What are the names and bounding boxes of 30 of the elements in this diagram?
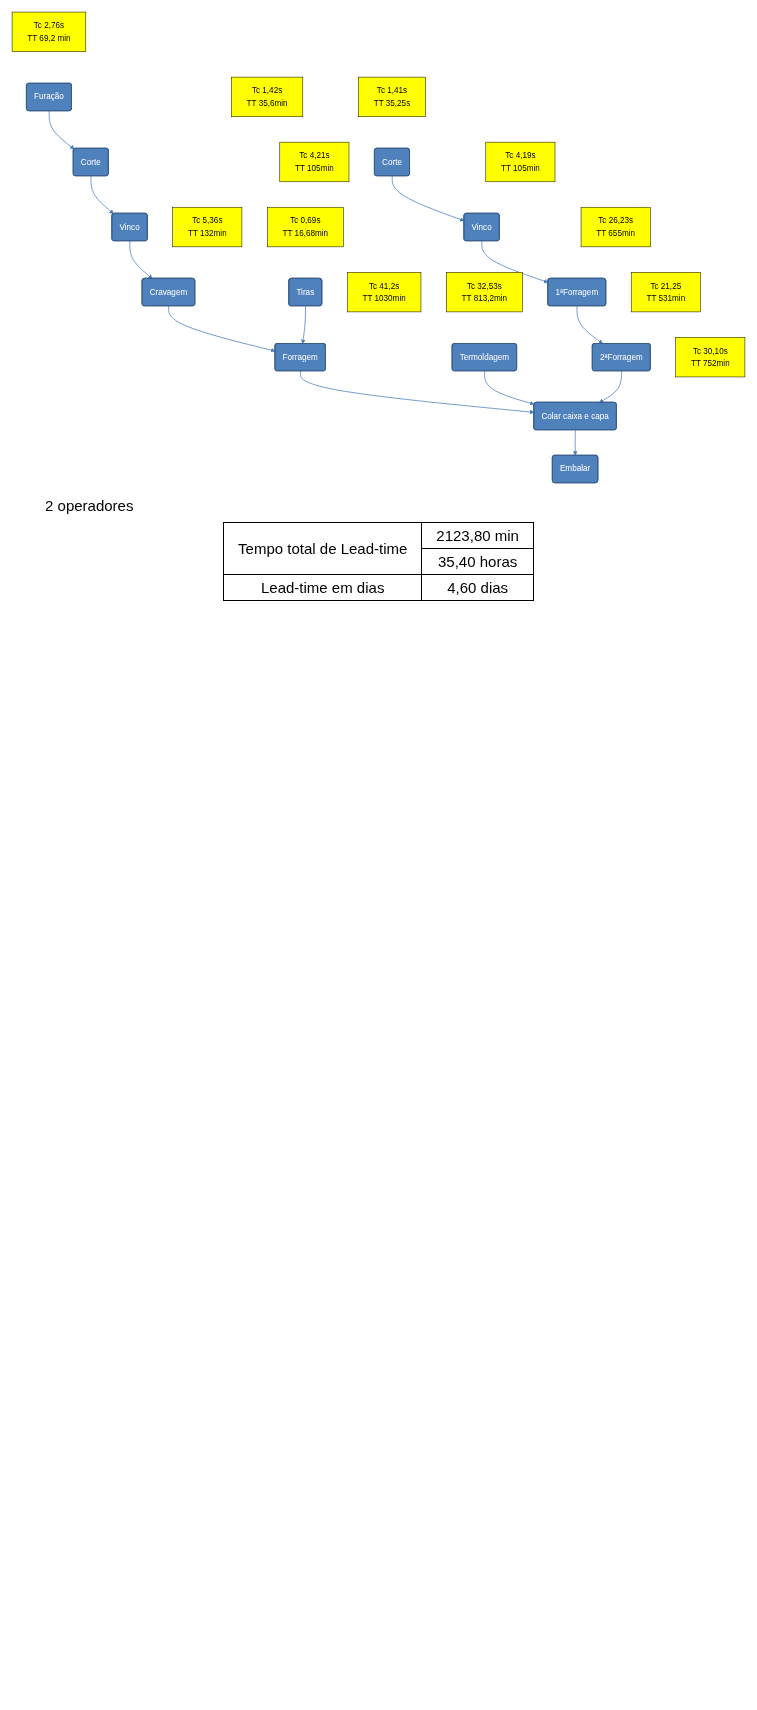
- node-label: Tc 0,69s: [290, 216, 321, 225]
- node-label: TT 105min: [501, 163, 540, 173]
- node-label: TT 813,2min: [461, 293, 508, 303]
- table-cell: 35,40 horas: [421, 548, 534, 575]
- node-label: Tc 4,21s: [299, 151, 330, 160]
- node-label: TT 35,6min: [246, 98, 288, 108]
- node-label: Tc 2,76s: [33, 21, 65, 30]
- node-label: TT 105min: [295, 163, 334, 173]
- node-label: Tc 41,2s: [368, 281, 400, 291]
- node-label: Tc 5,36s: [192, 216, 223, 225]
- node-label: TT 132min: [187, 228, 227, 238]
- table-cell: 4,60 dias: [421, 574, 534, 601]
- node-label: TT 655min: [596, 228, 636, 238]
- table-cell: Tempo total de Lead-time: [223, 522, 422, 575]
- node-label: TT 69,2 min: [27, 33, 71, 43]
- note-text: 2 operadores: [45, 496, 135, 514]
- node-label: Tc 21,25: [650, 281, 682, 291]
- node-label: TT 1030min: [362, 293, 406, 303]
- table-cell: Lead-time em dias: [223, 574, 422, 601]
- node-label: Tc 1,41s: [376, 86, 408, 95]
- node-label: Tc 30,10s: [692, 346, 728, 356]
- table-cell: 2123,80 min: [421, 522, 534, 549]
- node-label: Tc 26,23s: [598, 216, 634, 225]
- node-label: Tc 1,42s: [251, 86, 283, 95]
- node-label: TT 35,25s: [373, 98, 411, 108]
- node-label: Tc 4,19s: [505, 151, 536, 160]
- node-label: TT 531min: [646, 293, 686, 303]
- node-label: TT 16,68min: [282, 228, 329, 238]
- node-label: TT 752min: [690, 358, 730, 368]
- node-label: Tc 32,53s: [466, 281, 502, 291]
